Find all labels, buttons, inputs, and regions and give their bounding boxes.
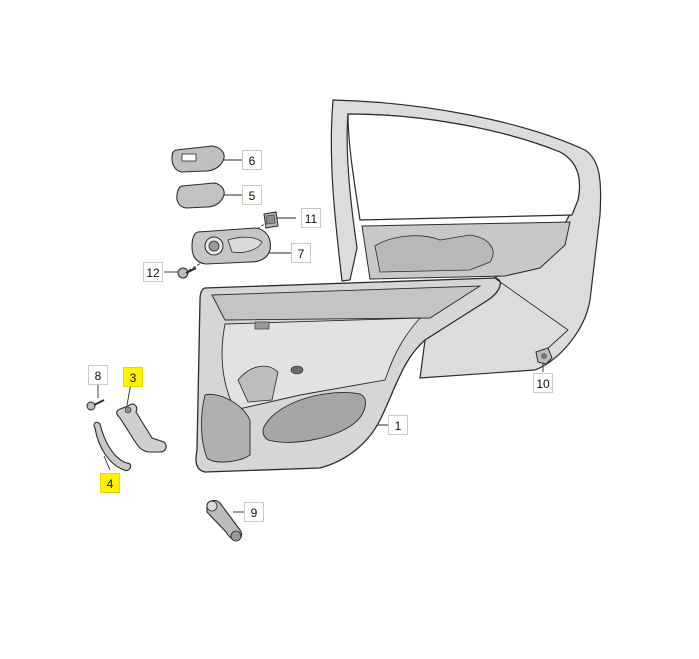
callout-label-6: 6 (242, 150, 262, 170)
screw (86, 399, 105, 411)
callout-label-5: 5 (242, 185, 262, 205)
callout-label-10: 10 (533, 373, 553, 393)
callout-label-1: 1 (388, 415, 408, 435)
grab-handle-cover (93, 421, 132, 472)
clip-nut (263, 211, 279, 229)
callout-label-8: 8 (88, 365, 108, 385)
clip (535, 347, 553, 365)
inner-grab-handle (116, 403, 167, 453)
switch-bezel (171, 145, 225, 173)
callout-label-12: 12 (143, 262, 163, 282)
callout-label-3: 3 (123, 367, 143, 387)
callout-label-11: 11 (301, 208, 321, 228)
callout-label-9: 9 (244, 502, 264, 522)
callout-label-7: 7 (291, 243, 311, 263)
door-frame (330, 99, 602, 379)
trim-cover (176, 182, 225, 209)
callout-label-4: 4 (100, 473, 120, 493)
door-trim-panel (195, 277, 501, 473)
window-crank (206, 500, 243, 542)
bolt (177, 267, 197, 279)
door-handle-bezel (191, 227, 271, 265)
